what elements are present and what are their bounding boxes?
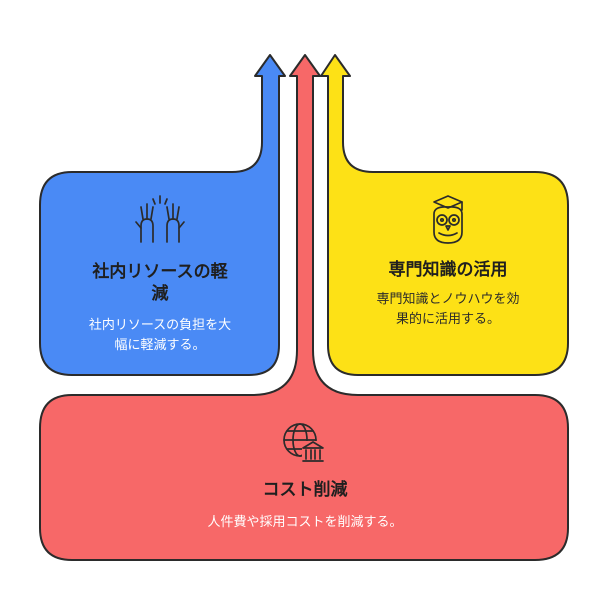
resource-title: 社内リソースの軽 減 bbox=[50, 261, 270, 305]
resource-description-line-1: 社内リソースの負担を大 bbox=[88, 318, 232, 333]
expertise-title-line-1: 専門知識の活用 bbox=[388, 260, 508, 280]
owl-graduate-icon bbox=[433, 195, 463, 244]
cost-reduction-arrow-card bbox=[39, 54, 569, 561]
resource-title-line-1: 社内リソースの軽 bbox=[92, 262, 228, 282]
resource-description: 社内リソースの負担を大 幅に軽減する。 bbox=[50, 316, 270, 356]
resource-description-line-2: 幅に軽減する。 bbox=[114, 338, 206, 353]
resource-title-line-2: 減 bbox=[151, 284, 169, 304]
cost-description: 人件費や採用コストを削減する。 bbox=[55, 513, 555, 533]
resource-reduction-arrow-card bbox=[39, 54, 286, 376]
globe-bank-icon bbox=[283, 423, 324, 463]
cost-title-line-1: コスト削減 bbox=[262, 480, 348, 500]
cost-title: コスト削減 bbox=[55, 479, 555, 501]
expertise-title: 専門知識の活用 bbox=[338, 259, 558, 281]
cost-description-line-1: 人件費や採用コストを削減する。 bbox=[207, 515, 403, 530]
high-five-icon bbox=[135, 195, 185, 243]
expertise-description-line-1: 専門知識とノウハウを効 bbox=[376, 292, 520, 307]
expertise-description: 専門知識とノウハウを効 果的に活用する。 bbox=[338, 290, 558, 330]
expertise-description-line-2: 果的に活用する。 bbox=[395, 312, 500, 327]
